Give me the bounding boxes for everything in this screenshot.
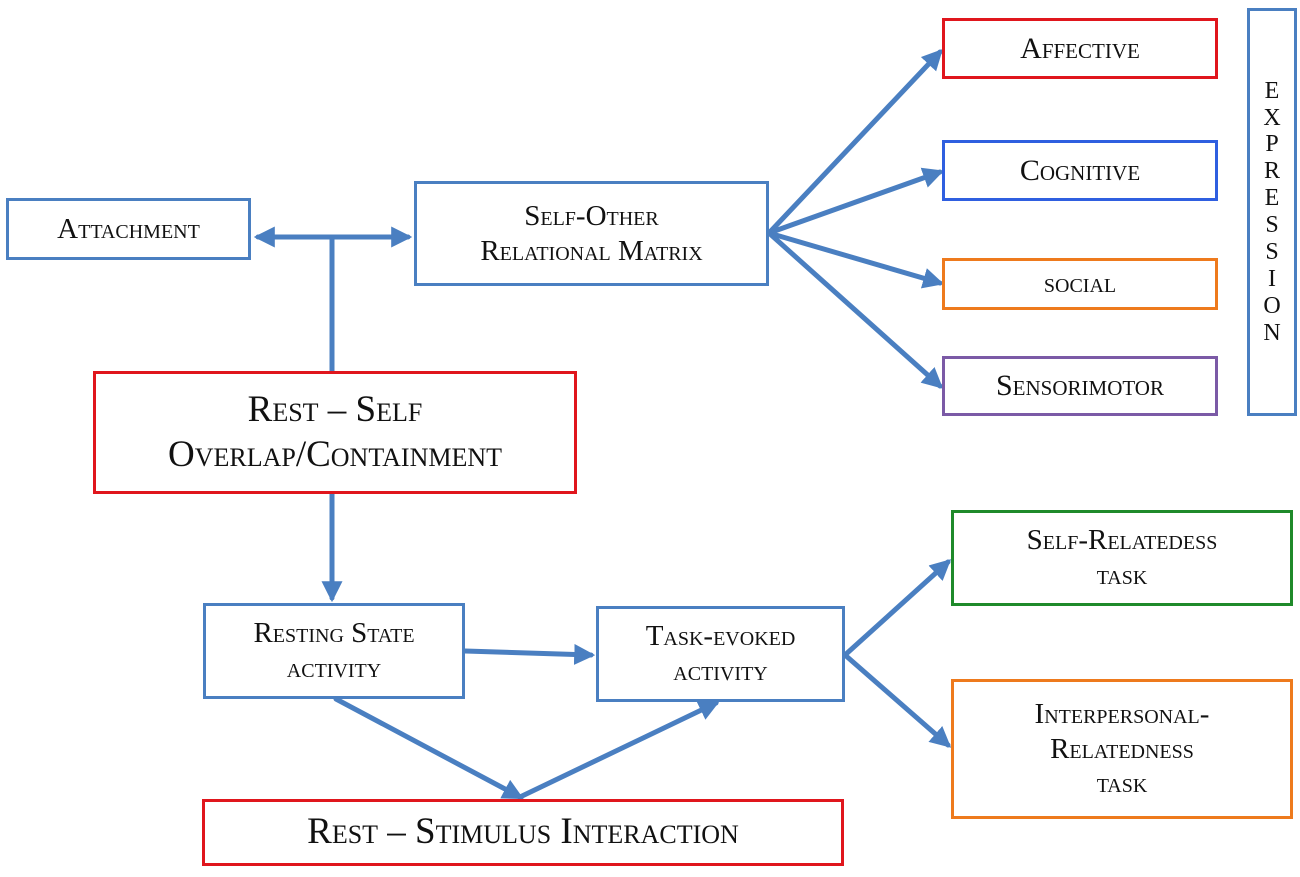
task-evoked-label-line1: Task-evoked — [645, 620, 796, 653]
resting-state-label-line1: Resting State — [253, 617, 415, 650]
interpersonal-label-line2: Relatedness — [1050, 732, 1194, 765]
expression-letter: S — [1265, 212, 1279, 238]
expression-letter: O — [1263, 292, 1281, 319]
rest-self-label-line1: Rest – Self — [247, 389, 423, 431]
arrow-reststim-to-taskevoked — [517, 700, 720, 800]
task-evoked-box: Task-evoked activity — [596, 606, 845, 702]
expression-letter: N — [1263, 319, 1281, 346]
cognitive-box: Cognitive — [942, 140, 1218, 201]
rest-self-overlap-box: Rest – Self Overlap/Containment — [93, 371, 577, 494]
affective-box: Affective — [942, 18, 1218, 79]
expression-letter: X — [1263, 104, 1281, 131]
expression-letter: I — [1268, 265, 1276, 292]
expression-letter: E — [1264, 185, 1280, 212]
expression-letter: R — [1263, 158, 1280, 185]
task-evoked-label-line2: activity — [673, 655, 768, 687]
interpersonal-label-line3: task — [1096, 767, 1148, 800]
social-label: social — [1043, 268, 1117, 300]
arrow-to-affective — [766, 48, 943, 236]
expression-letter: E — [1264, 77, 1280, 104]
self-other-matrix-box: Self-Other Relational Matrix — [414, 181, 769, 286]
rest-stimulus-label: Rest – Stimulus Interaction — [307, 811, 739, 853]
expression-letter: P — [1265, 131, 1279, 158]
self-relatedness-label-line1: Self-Relatedess — [1026, 524, 1218, 557]
arrow-resting-to-reststim — [333, 696, 524, 800]
rest-stimulus-interaction-box: Rest – Stimulus Interaction — [202, 799, 844, 866]
sensorimotor-label: Sensorimotor — [996, 369, 1164, 402]
self-relatedness-label-line2: task — [1096, 559, 1148, 591]
expression-letter: S — [1265, 238, 1279, 265]
affective-label: Affective — [1020, 31, 1140, 65]
social-box: social — [942, 258, 1218, 310]
attachment-box: Attachment — [6, 198, 251, 260]
sensorimotor-box: Sensorimotor — [942, 356, 1218, 416]
interpersonal-relatedness-task-box: Interpersonal- Relatedness task — [951, 679, 1293, 819]
arrow-resting-to-taskevoked — [462, 643, 596, 665]
rest-self-label-line2: Overlap/Containment — [167, 433, 503, 475]
arrow-to-sensorimotor — [766, 230, 944, 389]
interpersonal-label-line1: Interpersonal- — [1034, 697, 1210, 730]
cognitive-label: Cognitive — [1019, 153, 1141, 187]
self-other-label-line1: Self-Other — [524, 199, 659, 232]
arrow-to-social — [766, 230, 945, 289]
resting-state-box: Resting State activity — [203, 603, 465, 699]
self-other-label-line2: Relational Matrix — [480, 234, 703, 267]
self-relatedness-task-box: Self-Relatedess task — [951, 510, 1293, 606]
arrow-to-selfrelatedness — [842, 559, 952, 658]
attachment-label: Attachment — [57, 212, 200, 245]
arrow-to-cognitive — [766, 167, 944, 236]
resting-state-label-line2: activity — [286, 652, 382, 684]
arrow-to-interpersonal — [842, 652, 952, 748]
